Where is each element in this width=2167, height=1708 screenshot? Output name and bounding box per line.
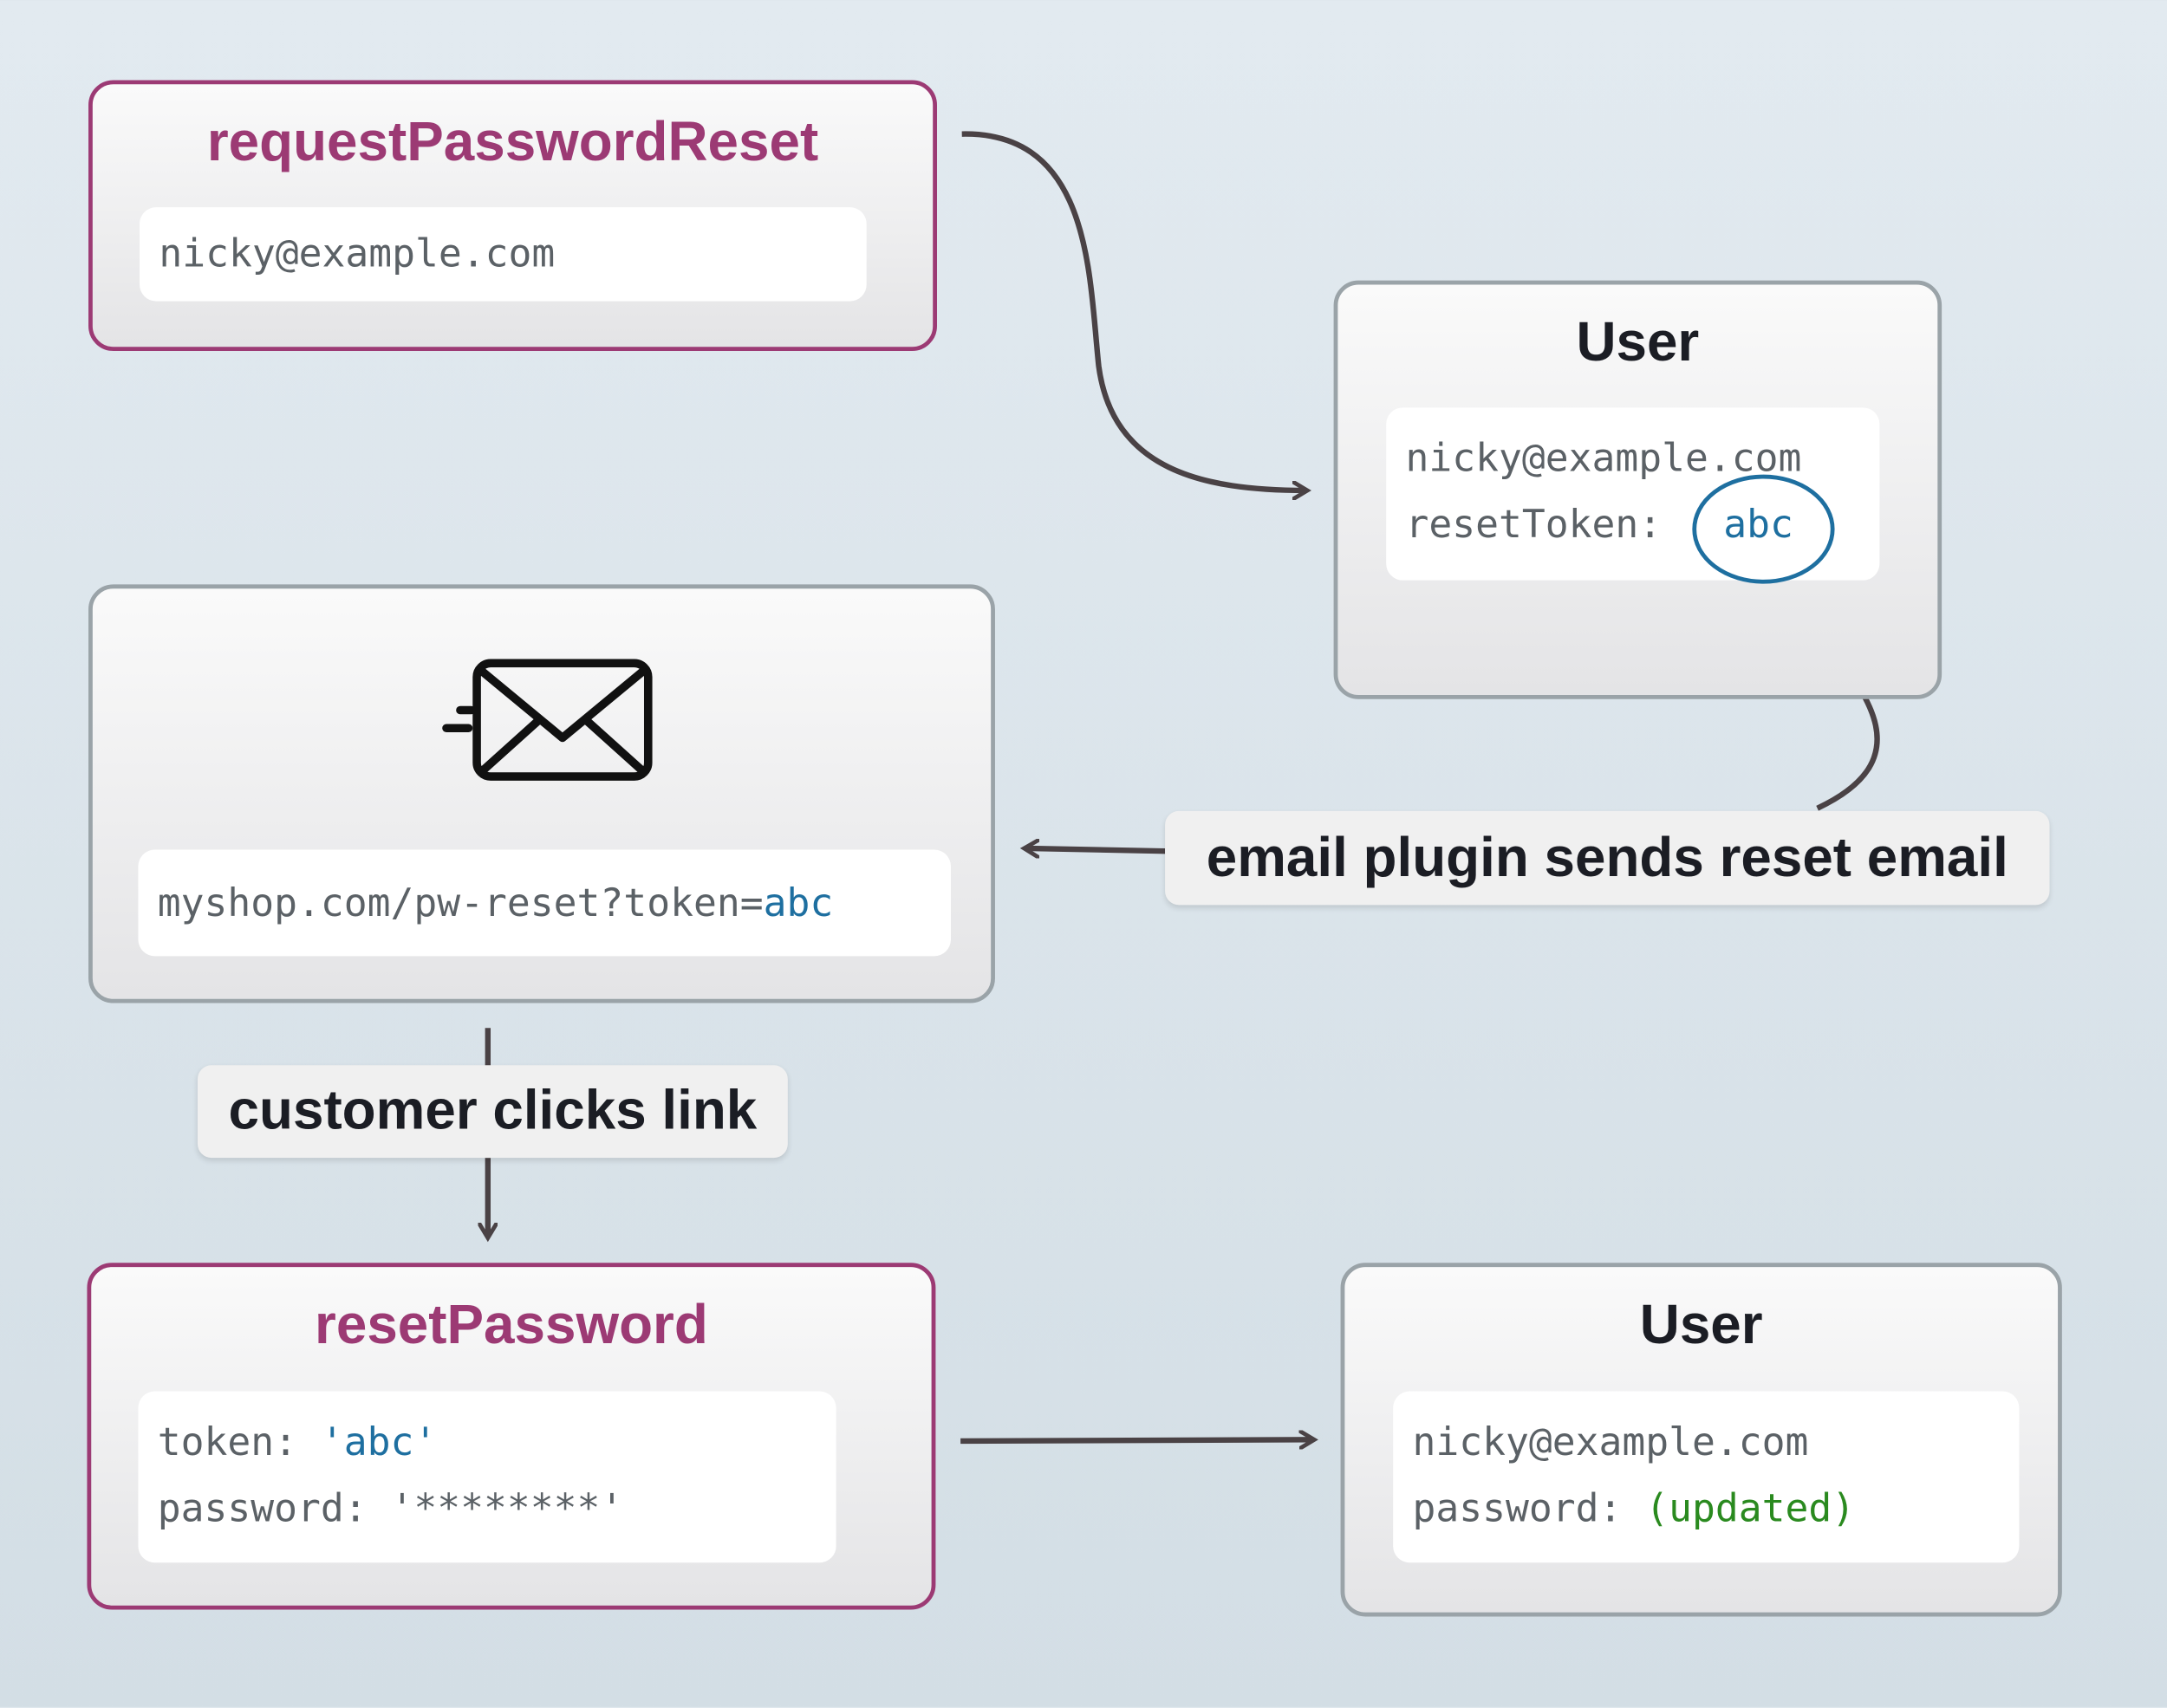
email-box: myshop.com/pw-reset?token=abc <box>88 584 995 1003</box>
arrow-plugin-to-email <box>1025 848 1166 851</box>
reset-token-value: abc <box>1723 501 1793 548</box>
customer-clicks-label: customer clicks link <box>197 1065 788 1159</box>
fields-panel: nicky@example.com resetToken: abc <box>1386 407 1880 584</box>
input-panel: nicky@example.com <box>140 207 867 302</box>
token-highlight-circle <box>1692 474 1835 584</box>
user-box-after: User nicky@example.com password: (update… <box>1340 1263 2062 1617</box>
password-key: password: <box>157 1484 391 1531</box>
token-field: token: 'abc' <box>158 1419 438 1464</box>
arrow-reset-to-user <box>960 1439 1313 1441</box>
box-title: requestPasswordReset <box>206 112 819 173</box>
envelope-fast-icon <box>442 659 653 781</box>
reset-token-label: resetToken: <box>1405 501 1663 548</box>
reset-link[interactable]: myshop.com/pw-reset?token=abc <box>158 880 833 926</box>
email-value: nicky@example.com <box>159 231 556 276</box>
input-panel: token: 'abc' password: '********' <box>138 1391 836 1563</box>
box-title: User <box>1576 312 1700 373</box>
request-password-reset-box: requestPasswordReset nicky@example.com <box>88 80 938 351</box>
box-title: User <box>1639 1294 1763 1356</box>
password-field: password: (updated) <box>1412 1485 1855 1531</box>
reset-link-panel: myshop.com/pw-reset?token=abc <box>138 849 951 957</box>
email-plugin-label: email plugin sends reset email <box>1165 810 2050 906</box>
link-token: abc <box>763 880 834 926</box>
password-updated: (updated) <box>1645 1484 1856 1531</box>
token-key: token: <box>157 1419 321 1465</box>
password-value: '********' <box>390 1484 624 1531</box>
email-value: nicky@example.com <box>1405 435 1802 481</box>
arrow-request-to-user <box>961 131 1306 490</box>
user-box-before: User nicky@example.com resetToken: abc <box>1333 280 1942 699</box>
token-value: 'abc' <box>320 1419 438 1465</box>
box-title: resetPassword <box>315 1294 708 1356</box>
fields-panel: nicky@example.com password: (updated) <box>1393 1391 2020 1563</box>
password-key: password: <box>1412 1484 1646 1531</box>
email-value: nicky@example.com <box>1412 1419 1809 1465</box>
reset-password-box: resetPassword token: 'abc' password: '**… <box>87 1263 936 1610</box>
link-prefix: myshop.com/pw-reset?token= <box>157 880 764 926</box>
password-field: password: '********' <box>158 1485 624 1531</box>
